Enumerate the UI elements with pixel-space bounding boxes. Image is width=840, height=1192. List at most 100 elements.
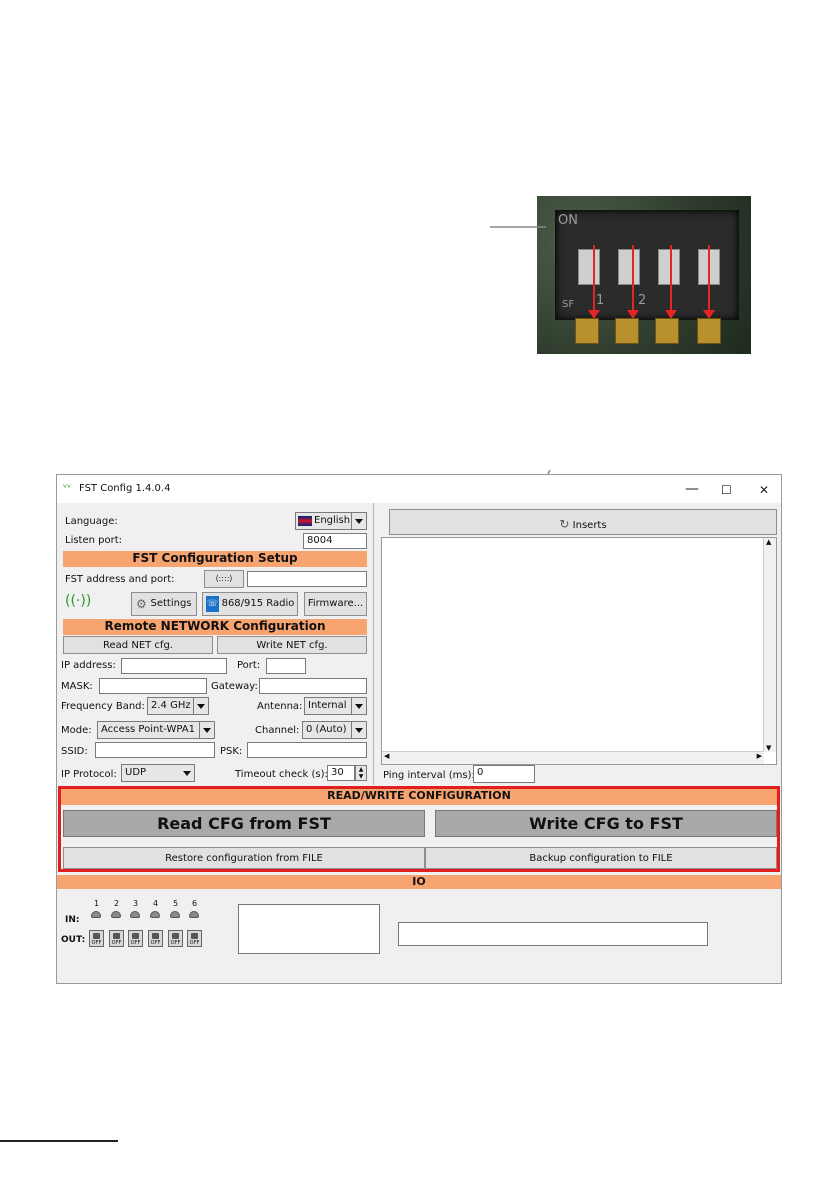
input-led-3 [130,911,140,918]
antenna-select[interactable]: Internal [304,697,367,715]
fst-address-input[interactable] [247,571,367,587]
output-switch-2[interactable]: OFF [109,930,124,947]
language-value: English [314,515,351,526]
psk-label: PSK: [220,746,243,757]
output-switch-4[interactable]: OFF [148,930,163,947]
ip-address-input[interactable] [121,658,227,674]
minimize-button[interactable]: — [685,481,699,497]
rw-config-header: READ/WRITE CONFIGURATION [61,789,777,805]
timeout-input[interactable]: 30 [327,765,355,781]
mode-label: Mode: [61,725,92,736]
chevron-down-icon [199,722,214,738]
output-switch-6[interactable]: OFF [187,930,202,947]
language-select[interactable]: English [295,512,367,530]
vertical-scrollbar[interactable]: ▲ ▼ [763,538,776,752]
read-net-cfg-button[interactable]: Read NET cfg. [63,636,213,654]
switch-number-2: 2 [638,293,647,308]
chevron-down-icon [351,513,366,529]
dip-pin [615,318,639,344]
scroll-left-icon[interactable]: ◀ [384,752,390,760]
app-window: ᵛᵛ FST Config 1.4.0.4 — ☐ ✕ Language: En… [56,474,782,984]
scroll-right-icon[interactable]: ▶ [756,752,762,760]
radio-button-label: 868/915 Radio [221,598,295,609]
chevron-down-icon [193,698,208,714]
output-switch-1[interactable]: OFF [89,930,104,947]
dip-pin [655,318,679,344]
ssid-input[interactable] [95,742,215,758]
ip-address-label: IP address: [61,660,116,671]
fst-address-label: FST address and port: [65,574,175,585]
channel-value: 0 (Auto) [306,724,347,735]
antenna-signal-icon: ((·)) [65,593,92,609]
scroll-down-icon[interactable]: ▼ [766,744,772,752]
ip-protocol-label: IP Protocol: [61,769,117,780]
app-logo-icon: ᵛᵛ [63,483,72,494]
arrow-down-icon [665,245,677,319]
language-label: Language: [65,516,118,527]
port-input[interactable] [266,658,306,674]
maximize-button[interactable]: ☐ [721,483,732,497]
ping-interval-input[interactable]: 0 [473,765,535,783]
log-text-area[interactable]: ▲ ▼ ◀ ▶ [381,537,777,765]
close-button[interactable]: ✕ [759,483,770,497]
io-in-label: IN: [65,915,80,925]
chevron-down-icon [351,698,366,714]
rw-callout-box [398,922,708,946]
radio-button[interactable]: ☏ 868/915 Radio [202,592,298,616]
input-led-1 [91,911,101,918]
io-out-label: OUT: [61,935,86,945]
dip-switch-2 [618,249,640,285]
psk-input[interactable] [247,742,367,758]
gateway-input[interactable] [259,678,367,694]
serial-port-button[interactable]: ⟨::::⟩ [204,570,244,588]
arrow-down-icon [627,245,639,319]
antenna-value: Internal [308,700,347,711]
input-led-4 [150,911,160,918]
frequency-band-value: 2.4 GHz [151,700,191,711]
horizontal-scrollbar[interactable]: ◀ ▶ [382,751,764,764]
arrow-down-icon [703,245,715,319]
write-cfg-button[interactable]: Write CFG to FST [435,810,777,837]
io-callout-box [238,904,380,954]
settings-button[interactable]: ⚙ Settings [131,592,197,616]
frequency-band-select[interactable]: 2.4 GHz [147,697,209,715]
io-channel-3: 3 [133,899,139,908]
dip-pin [697,318,721,344]
backup-config-button[interactable]: Backup configuration to FILE [425,847,777,869]
restore-config-button[interactable]: Restore configuration from FILE [63,847,425,869]
read-cfg-button[interactable]: Read CFG from FST [63,810,425,837]
io-header: IO [57,875,781,889]
io-channel-1: 1 [94,899,100,908]
listen-port-input[interactable]: 8004 [303,533,367,549]
remote-network-header: Remote NETWORK Configuration [63,619,367,635]
rw-highlight-box [58,786,780,872]
chevron-down-icon [351,722,366,738]
inserts-icon: ↻ [559,517,570,531]
mask-input[interactable] [99,678,207,694]
channel-select[interactable]: 0 (Auto) [302,721,367,739]
timeout-spinner[interactable]: ▲ ▼ [355,765,367,781]
channel-label: Channel: [255,725,300,736]
frequency-band-label: Frequency Band: [61,701,145,712]
gateway-label: Gateway: [211,681,258,692]
io-channel-4: 4 [153,899,159,908]
output-switch-3[interactable]: OFF [128,930,143,947]
input-led-2 [111,911,121,918]
dip-pin [575,318,599,344]
output-switch-5[interactable]: OFF [168,930,183,947]
mode-select[interactable]: Access Point-WPA1 [97,721,215,739]
io-channel-5: 5 [173,899,179,908]
title-bar: ᵛᵛ FST Config 1.4.0.4 — ☐ ✕ [57,475,781,503]
switch-on-label: ON [558,213,578,228]
write-net-cfg-button[interactable]: Write NET cfg. [217,636,367,654]
arrow-down-icon [588,245,600,319]
ip-protocol-select[interactable]: UDP [121,764,195,782]
inserts-button[interactable]: ↻ Inserts [389,509,777,535]
firmware-button[interactable]: Firmware... [304,592,367,616]
scroll-up-icon[interactable]: ▲ [766,538,772,546]
footer-rule [0,1140,118,1142]
antenna-label: Antenna: [257,701,303,712]
input-led-5 [170,911,180,918]
inserts-button-label: Inserts [572,520,607,531]
window-title: FST Config 1.4.0.4 [79,483,171,494]
